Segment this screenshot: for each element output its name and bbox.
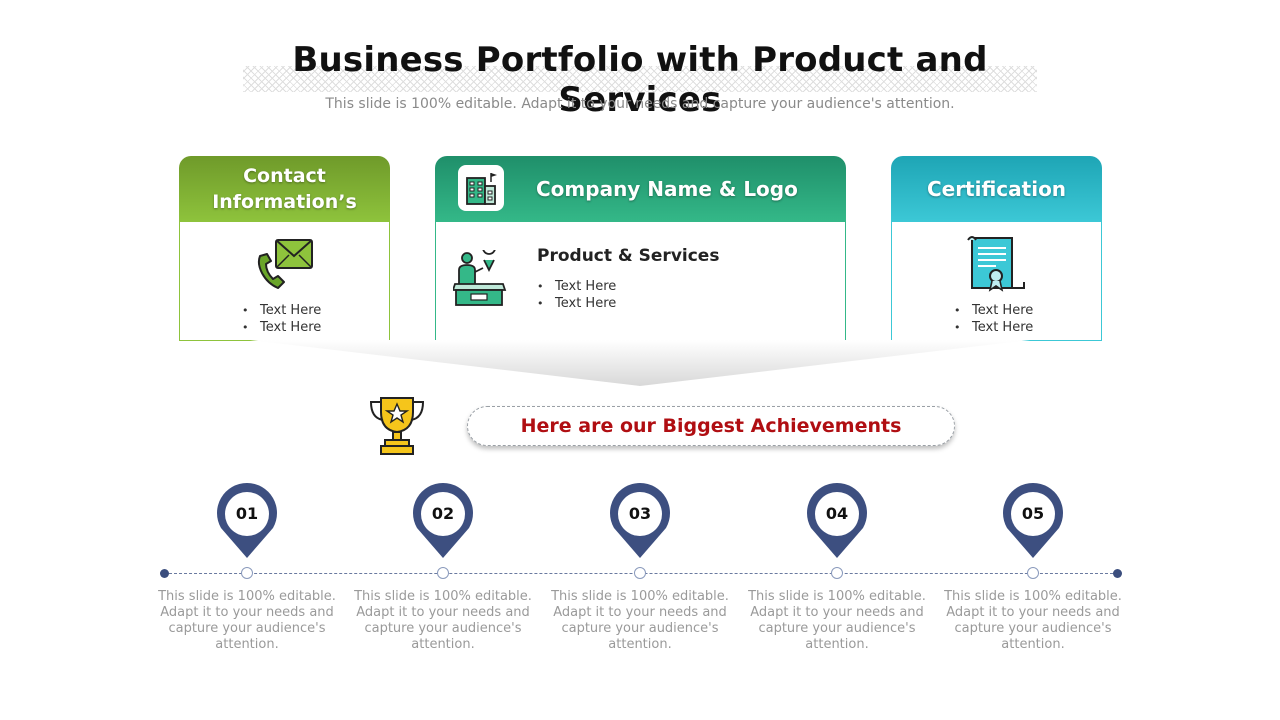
certification-bullet-list: Text Here Text Here — [954, 302, 1033, 336]
certification-card-body: Text Here Text Here — [891, 222, 1102, 341]
title-block: Business Portfolio with Product and Serv… — [243, 38, 1037, 120]
timeline-node — [634, 567, 646, 579]
location-pin-icon — [1003, 483, 1063, 558]
contact-bullet: Text Here — [242, 302, 321, 319]
company-card: Company Name & Logo Product & Services T… — [435, 156, 846, 341]
contact-card-body: Text Here Text Here — [179, 222, 390, 341]
company-bullet-list: Text Here Text Here — [537, 278, 616, 312]
company-bullet: Text Here — [537, 295, 616, 312]
certification-card-header: Certification — [891, 156, 1102, 222]
timeline-end-dot — [1113, 569, 1122, 578]
contact-bullet: Text Here — [242, 319, 321, 336]
step-number: 03 — [628, 504, 652, 523]
page-title: Business Portfolio with Product and Serv… — [292, 40, 988, 120]
contact-card: Contact Information’s Text Here Text Her… — [179, 156, 390, 341]
step-number: 01 — [235, 504, 259, 523]
phone-mail-icon — [258, 239, 313, 289]
contact-title-line2: Information’s — [212, 191, 357, 213]
timeline-node — [831, 567, 843, 579]
company-name-title: Company Name & Logo — [536, 177, 798, 201]
funnel-shadow — [250, 340, 1030, 386]
achievements-banner: Here are our Biggest Achievements — [467, 406, 955, 446]
location-pin-icon — [610, 483, 670, 558]
company-bullet: Text Here — [537, 278, 616, 295]
step-number: 05 — [1021, 504, 1045, 523]
location-pin-icon — [217, 483, 277, 558]
timeline-node — [437, 567, 449, 579]
certification-bullet: Text Here — [954, 302, 1033, 319]
building-icon — [466, 173, 497, 205]
product-person-icon — [453, 250, 507, 306]
contact-title-line1: Contact — [243, 165, 326, 187]
certification-bullet: Text Here — [954, 319, 1033, 336]
certification-card: Certification Text Here Text Here — [891, 156, 1102, 341]
contact-bullet-list: Text Here Text Here — [242, 302, 321, 336]
step-number: 04 — [825, 504, 849, 523]
company-card-body: Product & Services Text Here Text Here — [435, 222, 846, 341]
company-logo — [458, 165, 504, 211]
location-pin-icon — [413, 483, 473, 558]
step-description: This slide is 100% editable. Adapt it to… — [551, 589, 729, 652]
certification-title: Certification — [926, 177, 1067, 201]
step-description: This slide is 100% editable. Adapt it to… — [158, 589, 336, 652]
products-services-title: Product & Services — [537, 246, 720, 266]
step-description: This slide is 100% editable. Adapt it to… — [944, 589, 1122, 652]
timeline-start-dot — [160, 569, 169, 578]
location-pin-icon — [807, 483, 867, 558]
title-underline-pattern — [243, 66, 1037, 92]
trophy-icon — [369, 397, 425, 455]
certificate-icon — [967, 236, 1025, 292]
company-card-header: Company Name & Logo — [435, 156, 846, 222]
timeline-node — [241, 567, 253, 579]
step-number: 02 — [431, 504, 455, 523]
contact-card-header: Contact Information’s — [179, 156, 390, 222]
step-description: This slide is 100% editable. Adapt it to… — [748, 589, 926, 652]
step-description: This slide is 100% editable. Adapt it to… — [354, 589, 532, 652]
page-subtitle: This slide is 100% editable. Adapt it to… — [325, 96, 955, 112]
timeline-node — [1027, 567, 1039, 579]
achievements-banner-text: Here are our Biggest Achievements — [520, 415, 902, 437]
